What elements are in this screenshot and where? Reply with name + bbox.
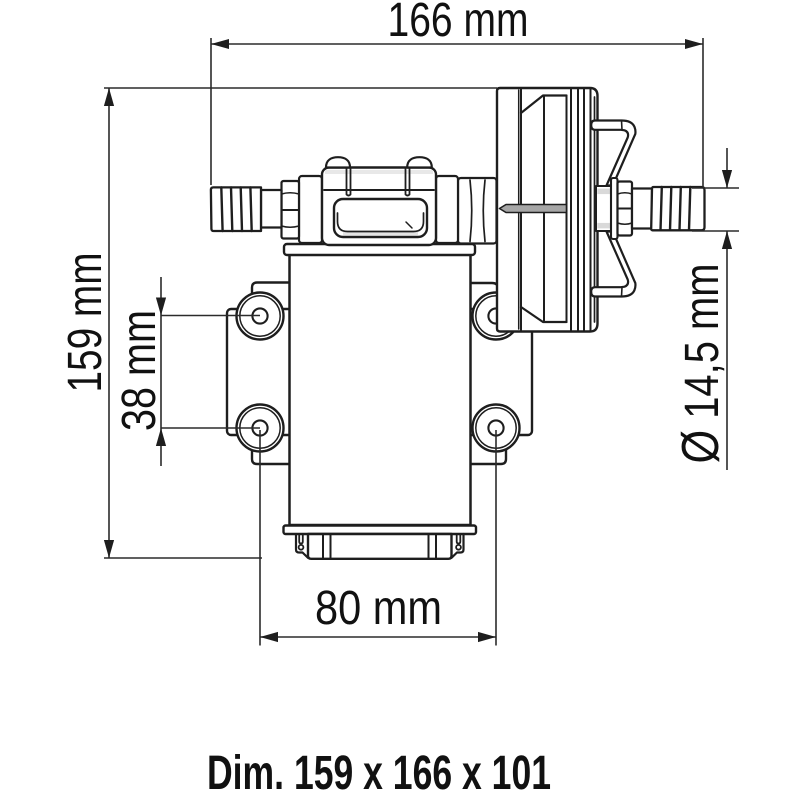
svg-text:38 mm: 38 mm	[113, 310, 166, 431]
svg-text:166 mm: 166 mm	[388, 0, 529, 47]
svg-text:Ø 14,5 mm: Ø 14,5 mm	[672, 264, 730, 464]
svg-text:80 mm: 80 mm	[315, 582, 442, 635]
svg-text:159 mm: 159 mm	[59, 253, 112, 393]
svg-text:Dim. 159 x 166 x 101: Dim. 159 x 166 x 101	[207, 747, 551, 800]
